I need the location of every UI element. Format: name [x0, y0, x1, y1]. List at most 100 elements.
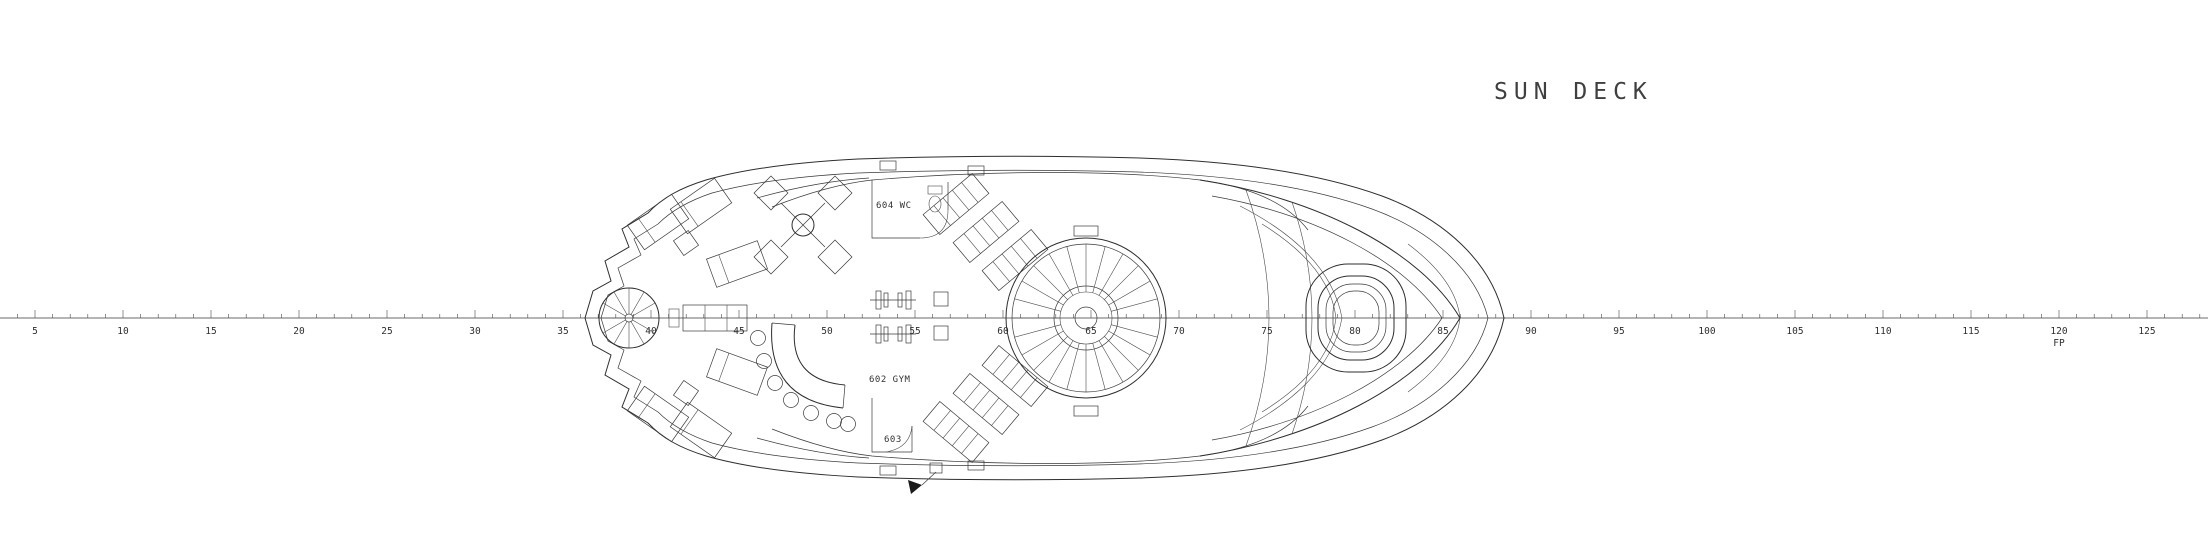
stair-tread-line [613, 321, 628, 345]
ruler-frame-label: 60 [997, 326, 1009, 337]
stair-tread-line [632, 319, 656, 334]
ruler-frame-label: 55 [909, 326, 920, 337]
side-table [672, 379, 700, 407]
lounger [952, 200, 1020, 264]
sun-pad-group-port [626, 177, 768, 288]
round-skylight [1005, 237, 1167, 399]
jacuzzi [1305, 263, 1407, 373]
lounger [981, 228, 1049, 292]
skylight-spoke [1092, 343, 1106, 390]
bar-stool [840, 416, 856, 432]
dumbbell-plate [897, 292, 903, 308]
curved-bar [750, 322, 856, 432]
dumbbell-plate [883, 326, 889, 342]
sun-pad [626, 385, 690, 443]
gym-area: 602 GYM [869, 290, 949, 385]
stair-tread-line [630, 291, 645, 315]
skylight-spoke [1111, 324, 1158, 338]
ruler-frame-label: 95 [1613, 326, 1624, 337]
ruler-frame-label: 125 [2138, 326, 2155, 337]
room-603-door-swing [885, 425, 913, 453]
canopy-rib [1239, 317, 1343, 431]
side-table [672, 229, 700, 257]
deckhouse-top-edge [771, 172, 1309, 231]
ruler-frame-label: 85 [1437, 326, 1448, 337]
lounger [922, 172, 990, 236]
skylight-spoke [1021, 280, 1064, 306]
bar-counter-inner-arc [793, 324, 846, 386]
deck-fitting [879, 160, 897, 171]
ruler-fp-label: FP [2053, 338, 2065, 349]
ruler-frame-label: 5 [32, 326, 38, 337]
deck-fitting [967, 460, 985, 471]
gym-equipment [933, 325, 949, 341]
dumbbell-plate [875, 324, 882, 344]
canopy-inner-arc [1211, 195, 1443, 441]
ruler-frame-label: 105 [1786, 326, 1803, 337]
skylight-spoke [1111, 298, 1158, 312]
page-title: SUN DECK [1494, 79, 1653, 105]
gym-room-label: 602 GYM [869, 375, 911, 385]
skylight-spoke [1104, 265, 1139, 300]
chair [817, 175, 853, 211]
deck-fittings [879, 160, 1099, 476]
skylight-spoke [1014, 324, 1061, 338]
ruler-frame-label: 120 [2050, 326, 2067, 337]
skylight-spoke [1066, 246, 1080, 293]
ruler-frame-label: 20 [293, 326, 305, 337]
canopy-rib [1291, 201, 1313, 435]
jacuzzi-rim [1317, 275, 1395, 361]
wc-cistern [927, 185, 943, 195]
deckhouse-bottom-edge [771, 405, 1309, 464]
bar-counter-outer-arc [771, 322, 844, 409]
ruler-frame-label: 30 [469, 326, 481, 337]
ruler-frame-label: 10 [117, 326, 129, 337]
skylight-spoke [1021, 330, 1064, 356]
cross-seating-group [753, 175, 853, 275]
ruler-frame-label: 35 [557, 326, 568, 337]
skylight-spoke [1033, 265, 1068, 300]
aft-deck-step-bottom [756, 437, 870, 459]
ruler-frame-label: 90 [1525, 326, 1537, 337]
ruler-frame-label: 100 [1698, 326, 1715, 337]
wc-door-swing [919, 209, 949, 239]
sun-pad [706, 348, 768, 396]
sun-pad [669, 177, 733, 235]
wc-toilet [928, 195, 942, 213]
ruler-frame-label: 80 [1349, 326, 1361, 337]
room-603: 603 [871, 398, 913, 453]
skylight-spokes [1012, 244, 1160, 392]
wc-walls [871, 180, 920, 239]
ruler-frame-label: 110 [1874, 326, 1891, 337]
skylight-spoke [1014, 298, 1061, 312]
dumbbell-plate [875, 290, 882, 310]
skylight-spoke [1104, 336, 1139, 371]
room-603-label: 603 [884, 435, 902, 445]
wc-room-label: 604 WC [876, 201, 912, 211]
hull-outline [584, 155, 1505, 481]
bar-stool [783, 392, 799, 408]
lounger [981, 344, 1049, 408]
sun-pad [669, 401, 733, 459]
wc-room: 604 WC [871, 180, 949, 239]
bar-stool [756, 353, 772, 369]
gym-equipment [933, 291, 949, 307]
chair [817, 239, 853, 275]
skylight-spoke [1048, 253, 1074, 296]
ruler-frame-label: 75 [1261, 326, 1272, 337]
dumbbell-plate [897, 326, 903, 342]
stair-tread-line [602, 302, 626, 317]
skylight-spoke [1098, 253, 1124, 296]
ruler-frame-label: 50 [821, 326, 833, 337]
sun-pad [706, 240, 768, 288]
ruler-frame-label: 45 [733, 326, 744, 337]
deck-fitting [1073, 225, 1099, 237]
aft-deck-step-top [756, 177, 870, 199]
hull-outer-line [584, 155, 1505, 481]
bar-stool [803, 405, 819, 421]
canopy-rib [1245, 189, 1270, 447]
skylight-spoke [1098, 340, 1124, 383]
stair-tread-line [630, 321, 645, 345]
ruler-frame-label: 15 [205, 326, 216, 337]
